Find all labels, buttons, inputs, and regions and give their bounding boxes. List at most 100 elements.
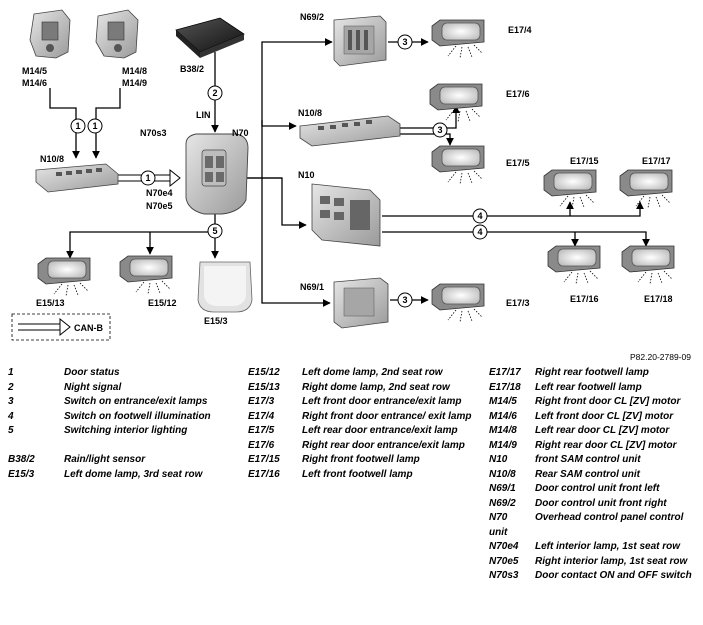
legend-description: Rain/light sensor — [64, 454, 146, 465]
label-e17-15: E17/15 — [570, 156, 599, 166]
label-m14-6: M14/6 — [22, 78, 47, 88]
label-n70e4: N70e4 — [146, 188, 173, 198]
legend-description: Overhead control panel control unit — [489, 512, 684, 538]
component-labels: M14/5 M14/6 M14/8 M14/9 B38/2 LIN N70s3 … — [22, 12, 673, 333]
legend-code: N70e5 — [489, 555, 519, 567]
label-can-b: CAN-B — [74, 323, 103, 333]
legend-entry: N70e4 Left interior lamp, 1st seat row — [489, 540, 699, 555]
legend-entry: E17/3 Left front door entrance/exit lamp — [248, 395, 476, 410]
circle-5: 5 — [212, 226, 217, 236]
legend-code: N70e4 — [489, 541, 519, 552]
label-m14-8: M14/8 — [122, 66, 147, 76]
legend-code: 3 — [8, 396, 14, 407]
label-e17-3: E17/3 — [506, 298, 530, 308]
label-e17-6: E17/6 — [506, 89, 530, 99]
legend-description: Door control unit front left — [535, 483, 660, 494]
legend-description: Right dome lamp, 2nd seat row — [302, 381, 450, 393]
legend-code: E17/16 — [248, 468, 280, 480]
label-e17-17: E17/17 — [642, 156, 671, 166]
wires — [49, 38, 650, 307]
legend-entry: E15/12 Left dome lamp, 2nd seat row — [248, 366, 476, 381]
e15-12-lamp-image — [119, 255, 173, 295]
circle-markers — [70, 34, 488, 308]
circle-4b: 4 — [477, 227, 482, 237]
n10-8-left-unit-image — [35, 163, 119, 193]
label-e17-16: E17/16 — [570, 294, 599, 304]
legend-description: Right front door CL [ZV] motor — [535, 396, 681, 407]
legend-description: Left front footwell lamp — [302, 468, 413, 480]
b38-2-sensor-image — [175, 17, 245, 58]
legend-description: Door status — [64, 367, 120, 378]
label-n70e5: N70e5 — [146, 201, 173, 211]
legend-code: E15/12 — [248, 367, 280, 378]
legend-code: E17/6 — [248, 439, 275, 451]
legend-code: E17/17 — [489, 367, 521, 378]
legend-description: Switch on footwell illumination — [64, 410, 211, 422]
circle-3c: 3 — [402, 295, 407, 305]
legend-description: Left dome lamp, 2nd seat row — [302, 367, 443, 378]
legend-entry: E17/6 Right rear door entrance/exit lamp — [248, 439, 476, 454]
label-e17-5: E17/5 — [506, 158, 530, 168]
e17-4-lamp-image — [431, 19, 485, 59]
legend-description: Left front door entrance/exit lamp — [302, 396, 462, 407]
can-b-legend-box — [11, 313, 111, 341]
legend-code: E17/3 — [248, 396, 275, 407]
legend-code: N70s3 — [489, 570, 519, 581]
n10-8-mid-unit-image — [299, 115, 401, 147]
label-e15-13: E15/13 — [36, 298, 65, 308]
legend-entry: 1 Door status — [8, 366, 243, 381]
legend-description: front SAM control unit — [535, 454, 641, 465]
legend-description: Right interior lamp, 1st seat row — [535, 555, 688, 567]
legend-entry: B38/2 Rain/light sensor — [8, 453, 243, 468]
label-n10-8-left: N10/8 — [40, 154, 64, 164]
label-n70s3: N70s3 — [140, 128, 167, 138]
n70-control-unit-image — [185, 133, 249, 215]
label-e15-3: E15/3 — [204, 316, 228, 326]
legend-description: Right front door entrance/ exit lamp — [302, 410, 472, 422]
legend-code: E15/3 — [8, 468, 35, 480]
legend-code: M14/6 — [489, 410, 517, 422]
label-e17-18: E17/18 — [644, 294, 673, 304]
legend-entry: E17/16 Left front footwell lamp — [248, 468, 476, 483]
legend-description: Right rear door CL [ZV] motor — [535, 439, 677, 451]
e17-3-lamp-image — [431, 283, 485, 323]
e17-5-lamp-image — [431, 145, 485, 185]
legend-description: Right rear door entrance/exit lamp — [302, 439, 465, 451]
circle-1b: 1 — [92, 121, 97, 131]
legend-code: B38/2 — [8, 454, 35, 465]
legend-description: Night signal — [64, 381, 122, 393]
legend-code: N69/2 — [489, 497, 516, 509]
legend-code: N69/1 — [489, 483, 516, 494]
legend-code: E17/15 — [248, 454, 280, 465]
legend-code: N10 — [489, 454, 508, 465]
circle-2: 2 — [212, 88, 217, 98]
legend-description: Left front door CL [ZV] motor — [535, 410, 674, 422]
n69-1-unit-image — [333, 277, 389, 329]
m14-5-6-motor-image — [29, 9, 71, 59]
label-e17-4: E17/4 — [508, 25, 532, 35]
legend-description: Left interior lamp, 1st seat row — [535, 541, 681, 552]
label-m14-5: M14/5 — [22, 66, 47, 76]
m14-8-9-motor-image — [95, 9, 139, 59]
circle-3a: 3 — [402, 37, 407, 47]
circle-4a: 4 — [477, 211, 482, 221]
legend-code: 1 — [8, 367, 14, 378]
label-n10-8-mid: N10/8 — [298, 108, 322, 118]
legend-code: M14/8 — [489, 425, 517, 436]
